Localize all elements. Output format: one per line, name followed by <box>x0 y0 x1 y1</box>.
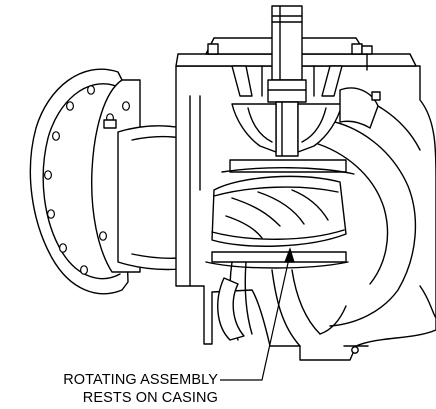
bolt-hole-icon <box>121 101 130 111</box>
drain-plug-icon <box>351 346 359 354</box>
seal-chamber <box>231 87 421 153</box>
bolt-hole-icon <box>79 265 88 275</box>
impeller-vane <box>291 189 329 221</box>
lower-casing <box>217 261 347 347</box>
bolt-hole-icon <box>46 209 55 219</box>
bolt-hole-icon <box>51 131 60 141</box>
bolt-hole-icon <box>98 231 107 241</box>
nameplate-clip <box>103 119 117 129</box>
impeller-vane <box>231 197 281 227</box>
bolt-hole-icon <box>43 170 52 180</box>
flange-inner-face <box>42 83 121 280</box>
bolt-hole-icon <box>86 85 95 95</box>
volute-passage <box>325 119 417 327</box>
impeller <box>205 159 355 269</box>
leader-line <box>220 253 291 381</box>
leader-arrowhead-icon <box>284 247 295 263</box>
callout-text-line-2: RESTS ON CASING <box>82 390 218 406</box>
stud-bolt-icon <box>361 45 373 55</box>
callout-leader <box>220 247 295 381</box>
callout-text-line-1: ROTATING ASSEMBLY <box>63 372 218 388</box>
bolt-hole-icon <box>58 243 67 253</box>
impeller-vane <box>257 191 305 225</box>
impeller-vane <box>225 215 263 239</box>
bolt-hole-icon <box>65 101 74 111</box>
